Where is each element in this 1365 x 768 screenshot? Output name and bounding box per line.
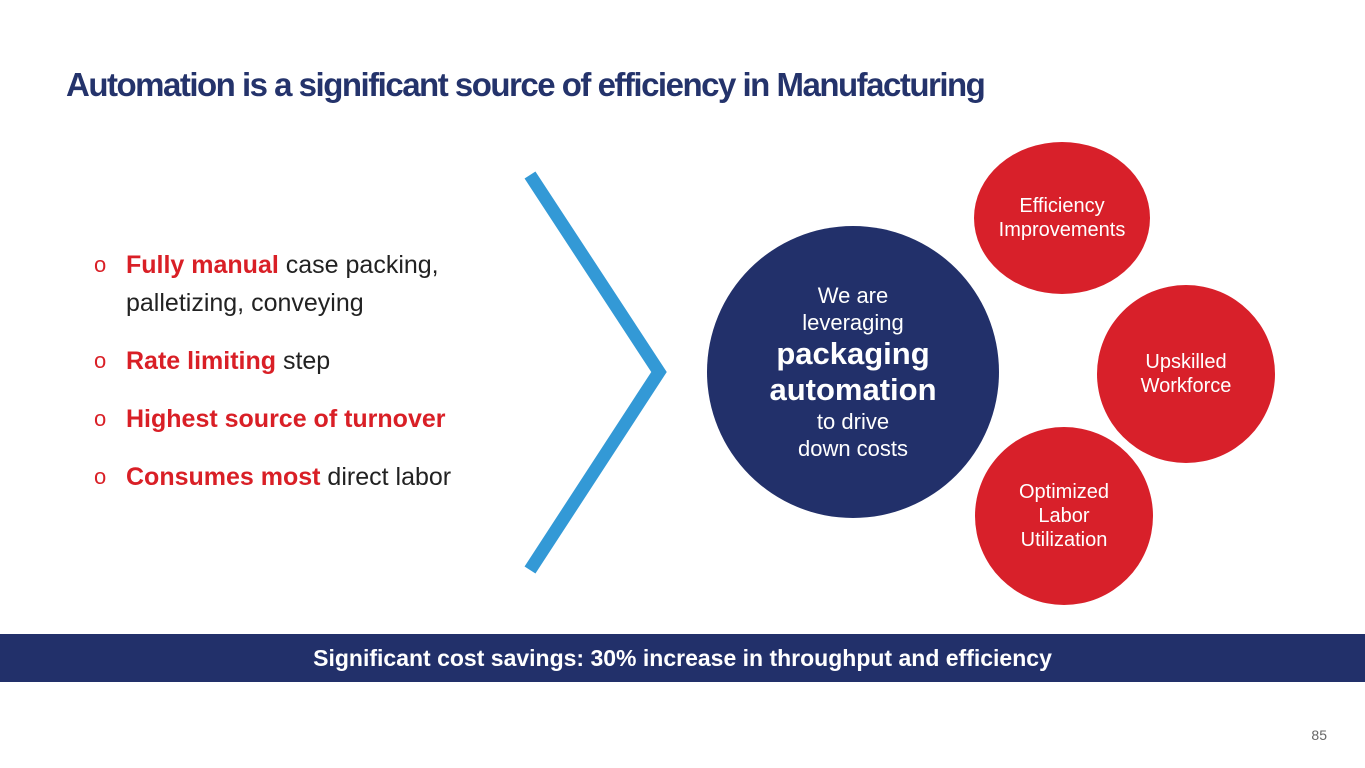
bullet-text: direct labor — [320, 463, 452, 491]
circle-text: We are — [817, 283, 889, 308]
slide-title: Automation is a significant source of ef… — [66, 66, 986, 103]
summary-banner: Significant cost savings: 30% increase i… — [0, 634, 1365, 682]
bullet-item: o Fully manual case packing, palletizing,… — [94, 246, 554, 322]
outcome-circle-labor: Optimized Labor Utilization — [975, 427, 1153, 605]
bullet-text: step — [276, 347, 331, 375]
bullet-highlight: Highest source of turnover — [126, 405, 446, 433]
bullet-marker: o — [94, 348, 107, 373]
outcome-label: Optimized Labor Utilization — [1018, 481, 1110, 551]
outcome-label: Efficiency Improvements — [998, 195, 1126, 241]
outcome-label: Upskilled Workforce — [1140, 351, 1232, 397]
bullet-highlight: Consumes most — [126, 463, 321, 491]
outcome-circle-efficiency: Efficiency Improvements — [974, 142, 1150, 294]
bullet-marker: o — [94, 406, 107, 431]
center-circle: We are leveraging packaging automation t… — [707, 226, 999, 518]
bullet-text: case packing, palletizing, conveying — [126, 251, 439, 317]
bullet-marker: o — [94, 464, 107, 489]
page-number: 85 — [1311, 727, 1327, 743]
circle-highlight: automation — [769, 372, 937, 407]
bullet-list: o Fully manual case packing, palletizing,… — [94, 246, 554, 516]
circle-highlight: packaging — [776, 336, 930, 371]
bullet-highlight: Rate limiting — [126, 347, 277, 375]
circle-text: to drive — [816, 409, 890, 434]
bullet-marker: o — [94, 252, 107, 277]
bullet-highlight: Fully manual — [126, 251, 279, 279]
bullet-item: o Consumes most direct labor — [94, 458, 554, 496]
circle-text: leveraging — [802, 310, 904, 335]
bullet-item: o Highest source of turnover — [94, 400, 554, 438]
bullet-item: o Rate limiting step — [94, 342, 554, 380]
circle-text: down costs — [797, 436, 909, 461]
outcome-circle-workforce: Upskilled Workforce — [1097, 285, 1275, 463]
